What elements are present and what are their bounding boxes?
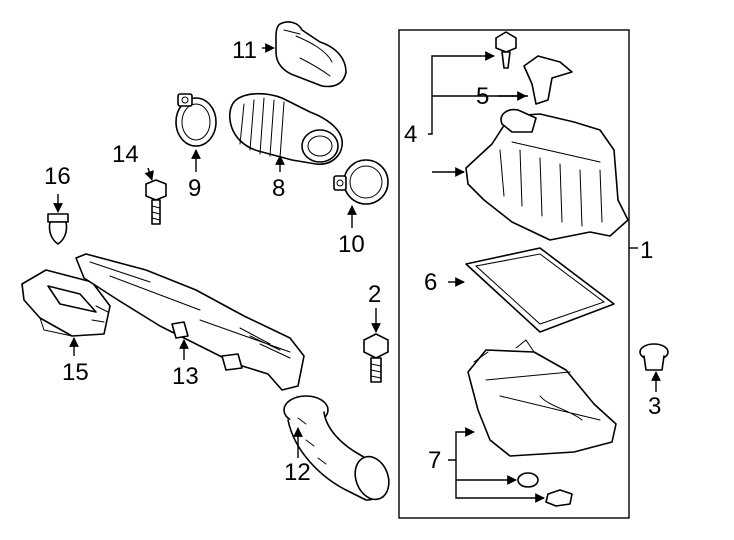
callout-2: 2	[368, 281, 381, 308]
part-12-elbow-hose	[283, 395, 390, 501]
callout-14: 14	[112, 141, 139, 168]
callout-6: 6	[424, 269, 437, 296]
part-14-bolt	[145, 179, 167, 225]
callout-16: 16	[44, 163, 71, 190]
part-11-resonator	[275, 21, 347, 88]
part-3-grommet	[639, 343, 669, 371]
callout-10: 10	[338, 231, 365, 258]
part-5-clip	[523, 55, 573, 105]
assembly-frame	[398, 29, 630, 519]
part-15-bracket	[21, 269, 111, 337]
leader-lines	[53, 43, 661, 503]
part-9-hose-clamp	[175, 93, 217, 147]
part-8-intake-duct	[228, 92, 343, 165]
part-7-lower-case	[467, 339, 617, 507]
callout-12: 12	[284, 459, 311, 486]
callout-1: 1	[640, 237, 653, 264]
part-13-air-inlet-duct	[75, 253, 305, 391]
callout-9: 9	[188, 175, 201, 202]
callout-5: 5	[476, 83, 489, 110]
callout-7: 7	[428, 447, 441, 474]
part-16-clip	[47, 213, 69, 245]
callout-3: 3	[648, 393, 661, 420]
part-6-air-filter	[465, 247, 615, 333]
part-air-cleaner-upper-cover	[465, 108, 629, 241]
part-4-bolt	[495, 31, 517, 69]
callout-15: 15	[62, 359, 89, 386]
part-10-hose-clamp	[333, 159, 389, 205]
part-2-bolt	[363, 333, 389, 383]
callout-8: 8	[272, 175, 285, 202]
callout-13: 13	[172, 363, 199, 390]
callout-11: 11	[232, 37, 257, 64]
callout-labels: 11 9 8 10 14 16 15 13 2 12 3 1 4 5 6 7	[44, 37, 661, 486]
callout-4: 4	[404, 121, 417, 148]
